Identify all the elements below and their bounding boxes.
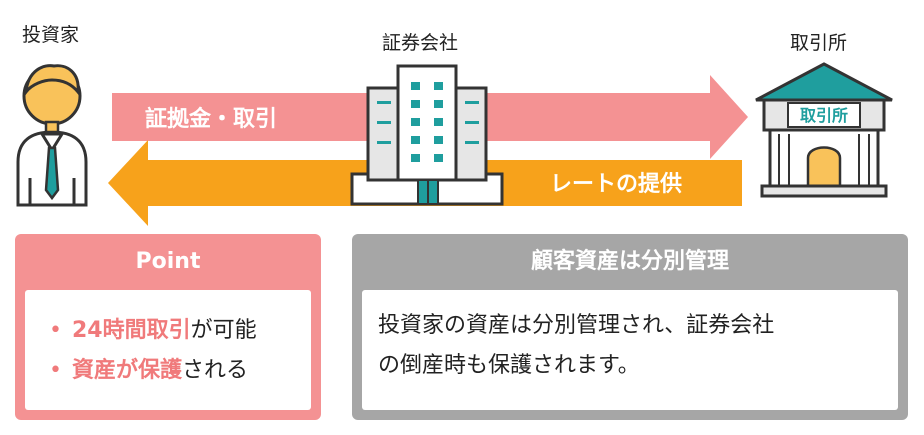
asset-management-line: の倒産時も保護されます。 bbox=[378, 353, 640, 378]
point-item-text: が可能 bbox=[190, 318, 257, 343]
flow-diagram: 取引所 証拠金・取引 レートの提供 bbox=[16, 62, 893, 226]
exchange-building-icon: 取引所 bbox=[755, 62, 893, 198]
asset-management-body: 投資家の資産は分別管理され、証券会社 の倒産時も保護されます。 bbox=[362, 290, 898, 410]
bullet-dot-icon: • bbox=[49, 358, 62, 383]
investor-icon bbox=[16, 64, 88, 207]
point-box: Point • 24時間取引が可能 • 資産が保護される bbox=[15, 234, 321, 420]
asset-management-title: 顧客資産は分別管理 bbox=[530, 249, 729, 274]
asset-management-line: 投資家の資産は分別管理され、証券会社 bbox=[378, 313, 775, 338]
bottom-arrow-label: レートの提供 bbox=[550, 171, 682, 197]
asset-management-text: 投資家の資産は分別管理され、証券会社 の倒産時も保護されます。 bbox=[378, 306, 882, 386]
point-box-body: • 24時間取引が可能 • 資産が保護される bbox=[25, 290, 311, 410]
asset-management-box: 顧客資産は分別管理 投資家の資産は分別管理され、証券会社 の倒産時も保護されます… bbox=[352, 234, 908, 420]
point-item: • 24時間取引が可能 bbox=[49, 312, 257, 344]
bullet-dot-icon: • bbox=[49, 318, 62, 343]
point-item: • 資産が保護される bbox=[49, 352, 248, 384]
securities-company-label: 証券会社 bbox=[382, 32, 459, 54]
top-arrow-label: 証拠金・取引 bbox=[145, 106, 277, 132]
securities-building-icon bbox=[350, 64, 504, 206]
point-item-highlight: 24時間取引 bbox=[71, 318, 191, 343]
point-item-highlight: 資産が保護 bbox=[71, 358, 182, 383]
exchange-sign-text: 取引所 bbox=[800, 106, 848, 125]
investor-label: 投資家 bbox=[22, 24, 80, 46]
point-box-title: Point bbox=[135, 249, 201, 274]
exchange-label: 取引所 bbox=[790, 32, 848, 54]
point-item-text: される bbox=[182, 358, 249, 383]
